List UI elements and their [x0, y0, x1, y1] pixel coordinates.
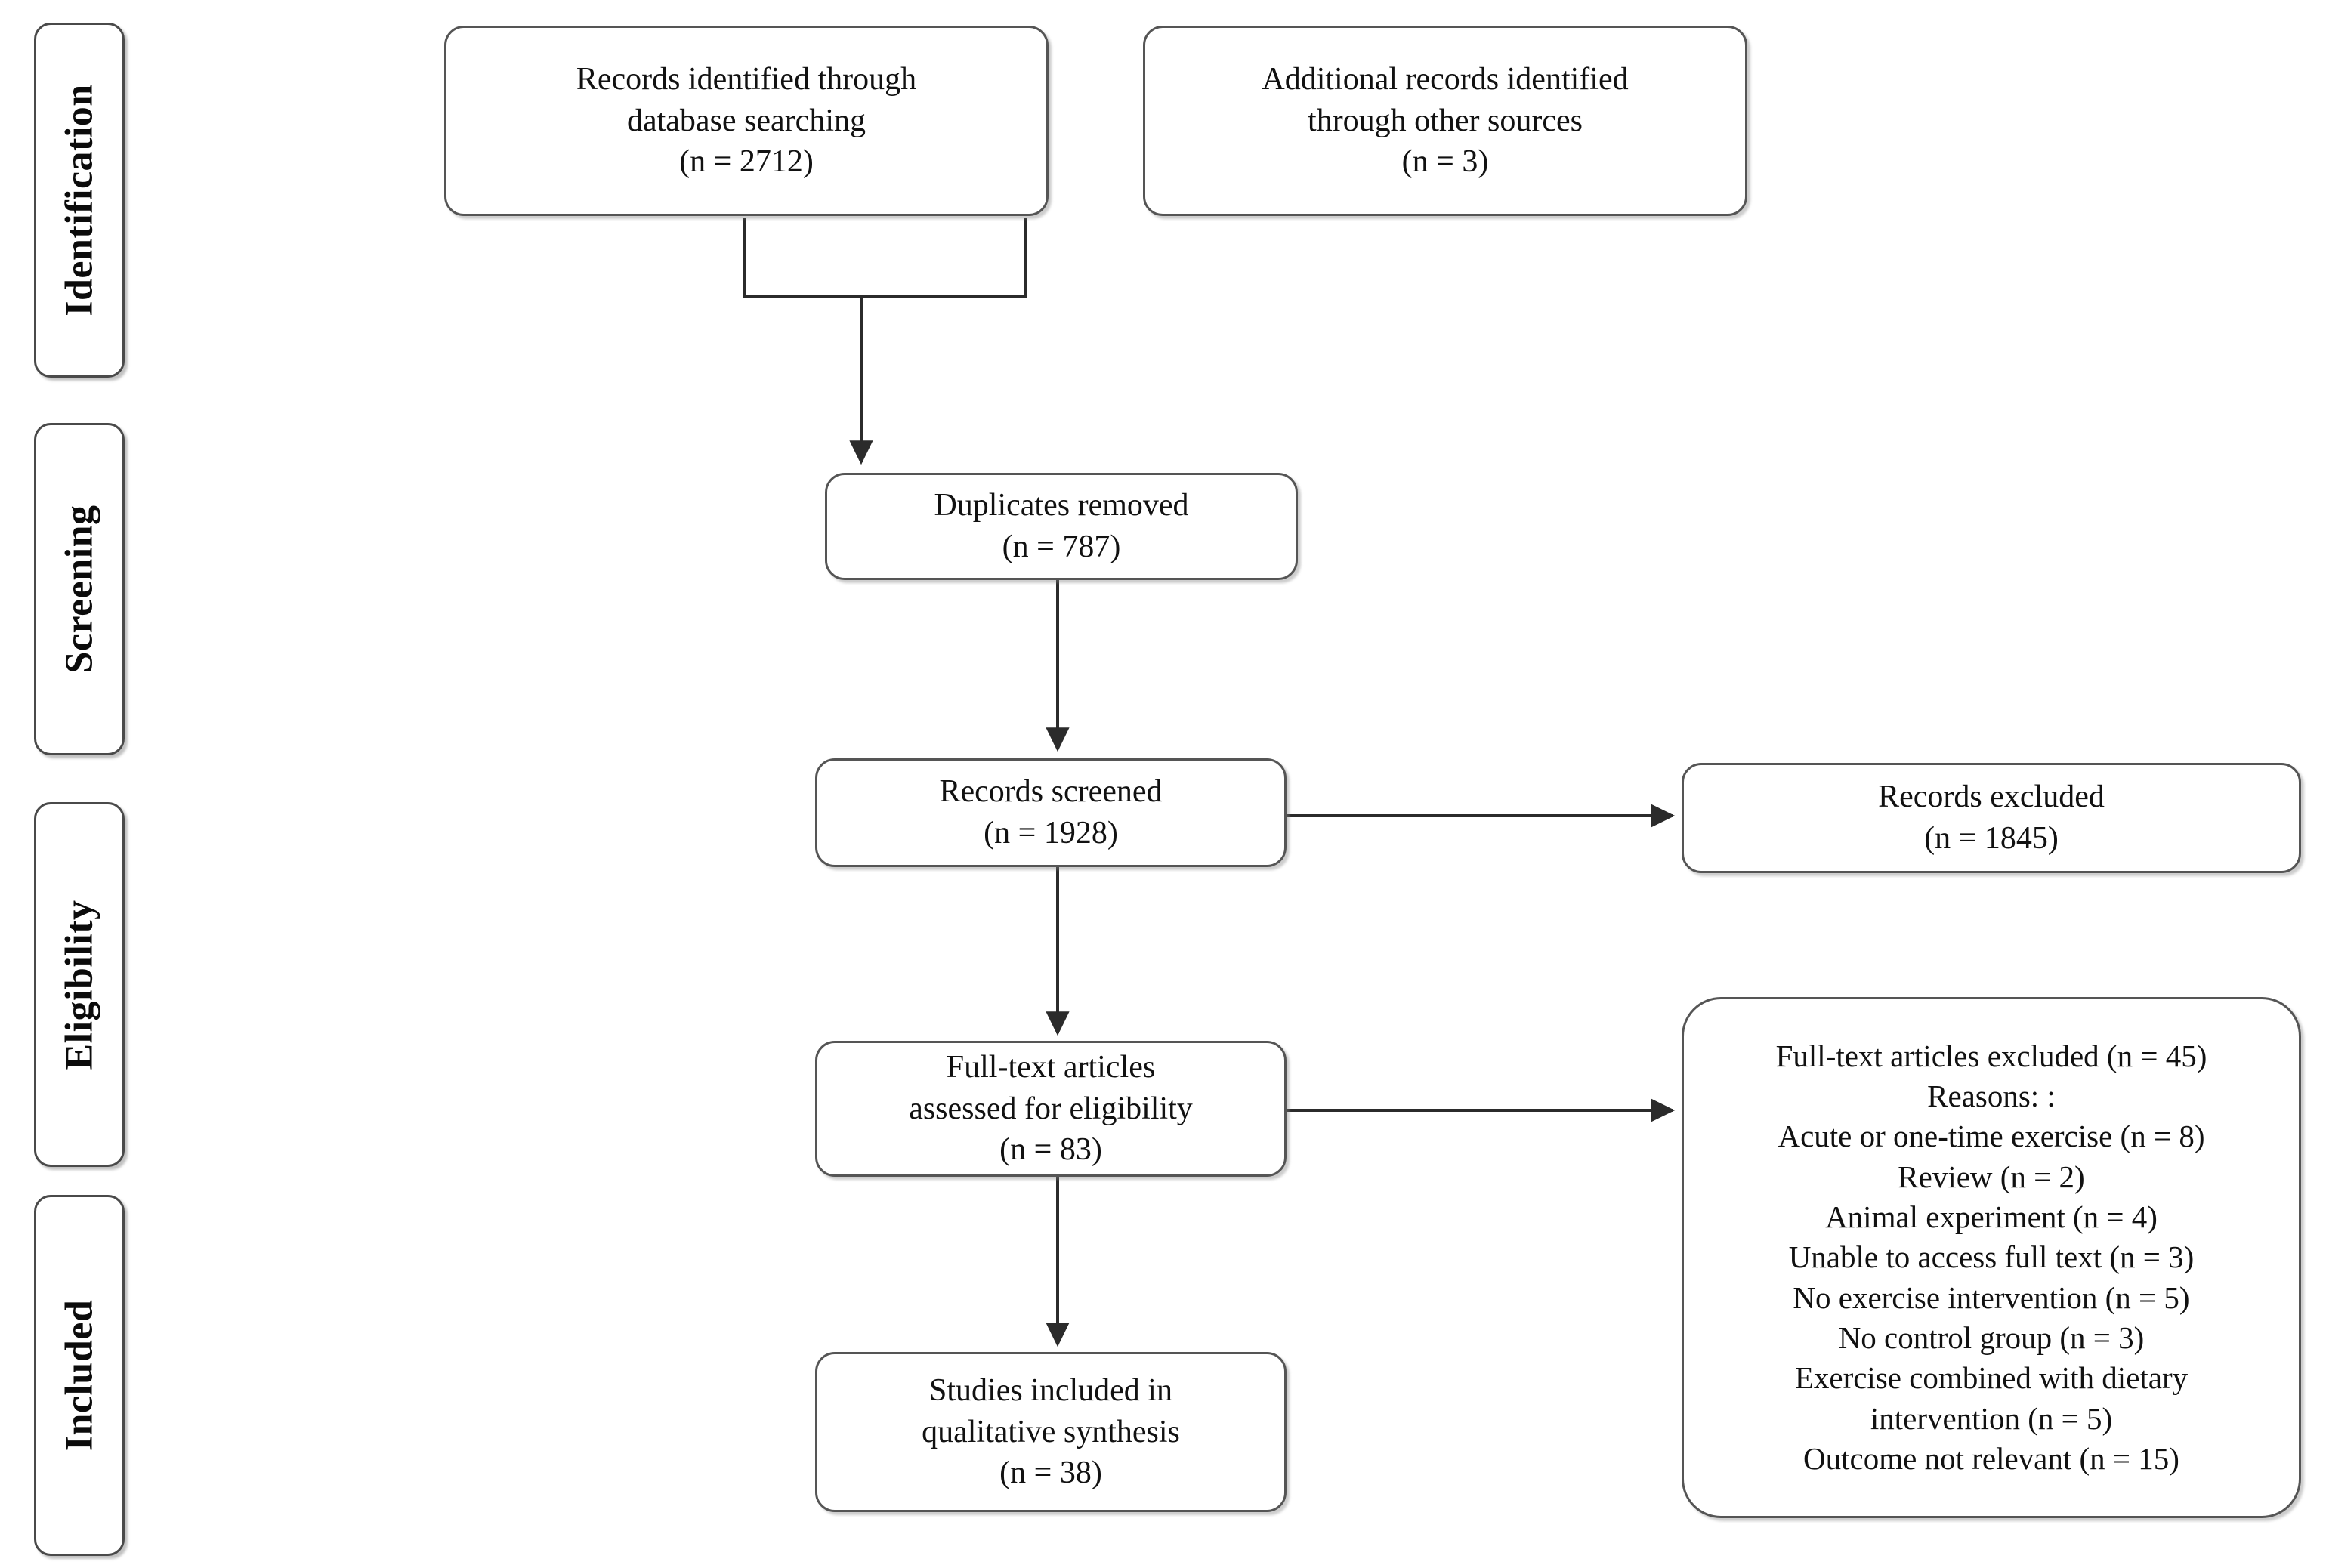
node-studies-included: Studies included in qualitative synthesi…	[815, 1352, 1287, 1512]
reason-line-heading: Reasons: :	[1927, 1079, 2056, 1114]
node-line: Additional records identified	[1262, 62, 1629, 97]
stage-box-eligibility: Eligibility	[34, 802, 125, 1167]
node-text-fulltext-excluded: Full-text articles excluded (n = 45) Rea…	[1765, 1036, 2218, 1479]
reason-line-item: No control group (n = 3)	[1838, 1320, 2145, 1355]
node-line: (n = 38)	[999, 1455, 1102, 1491]
node-line: assessed for eligibility	[909, 1091, 1193, 1126]
node-fulltext-excluded-reasons: Full-text articles excluded (n = 45) Rea…	[1682, 997, 2301, 1518]
node-text-studies-included: Studies included in qualitative synthesi…	[911, 1370, 1191, 1494]
reason-line-item: intervention (n = 5)	[1870, 1400, 2113, 1436]
reason-line-item: Review (n = 2)	[1898, 1159, 2085, 1194]
reason-line-item: No exercise intervention (n = 5)	[1793, 1279, 2190, 1315]
stage-box-screening: Screening	[34, 423, 125, 755]
stage-label-included: Included	[57, 1299, 101, 1452]
reason-line-item: Acute or one-time exercise (n = 8)	[1778, 1119, 2205, 1154]
node-duplicates-removed: Duplicates removed (n = 787)	[825, 473, 1298, 580]
stage-box-identification: Identification	[34, 23, 125, 378]
reason-line-item: Outcome not relevant (n = 15)	[1803, 1440, 2179, 1476]
node-line: Duplicates removed	[934, 488, 1189, 523]
node-line: (n = 1928)	[984, 816, 1118, 850]
node-text-fulltext-assessed: Full-text articles assessed for eligibil…	[898, 1047, 1203, 1171]
node-line: (n = 787)	[1002, 529, 1121, 564]
stage-label-screening: Screening	[57, 505, 101, 674]
stage-box-included: Included	[34, 1195, 125, 1556]
node-text-records-screened: Records screened (n = 1928)	[928, 771, 1172, 853]
reason-line-item: Exercise combined with dietary	[1794, 1360, 2189, 1396]
node-fulltext-assessed: Full-text articles assessed for eligibil…	[815, 1041, 1287, 1177]
node-records-identified-other-sources: Additional records identified through ot…	[1143, 26, 1747, 216]
node-text-records-excluded: Records excluded (n = 1845)	[1867, 776, 2115, 859]
node-line: through other sources	[1308, 103, 1583, 138]
node-line: (n = 83)	[999, 1132, 1102, 1168]
node-line: Records excluded	[1878, 779, 2105, 815]
stage-label-eligibility: Eligibility	[57, 899, 101, 1070]
node-text-duplicates-removed: Duplicates removed (n = 787)	[923, 485, 1199, 567]
node-line: (n = 2712)	[679, 144, 814, 180]
node-records-identified-database: Records identified through database sear…	[444, 26, 1049, 216]
node-records-screened: Records screened (n = 1928)	[815, 758, 1287, 867]
node-line: (n = 1845)	[1924, 821, 2059, 856]
node-line: database searching	[626, 103, 866, 138]
node-text-other-sources: Additional records identified through ot…	[1251, 59, 1639, 183]
node-text-db-search: Records identified through database sear…	[566, 59, 927, 183]
node-line: (n = 3)	[1401, 144, 1489, 180]
reason-line-item: Animal experiment (n = 4)	[1825, 1199, 2158, 1235]
node-line: Full-text articles	[946, 1050, 1156, 1085]
stage-label-identification: Identification	[57, 84, 101, 316]
node-line: qualitative synthesis	[922, 1414, 1180, 1449]
node-line: Records identified through	[576, 62, 917, 97]
node-line: Records screened	[939, 774, 1163, 810]
node-line: Studies included in	[929, 1373, 1172, 1409]
reason-line-item: Unable to access full text (n = 3)	[1788, 1239, 2195, 1275]
node-records-excluded: Records excluded (n = 1845)	[1682, 763, 2301, 873]
reason-line-total: Full-text articles excluded (n = 45)	[1775, 1038, 2207, 1073]
